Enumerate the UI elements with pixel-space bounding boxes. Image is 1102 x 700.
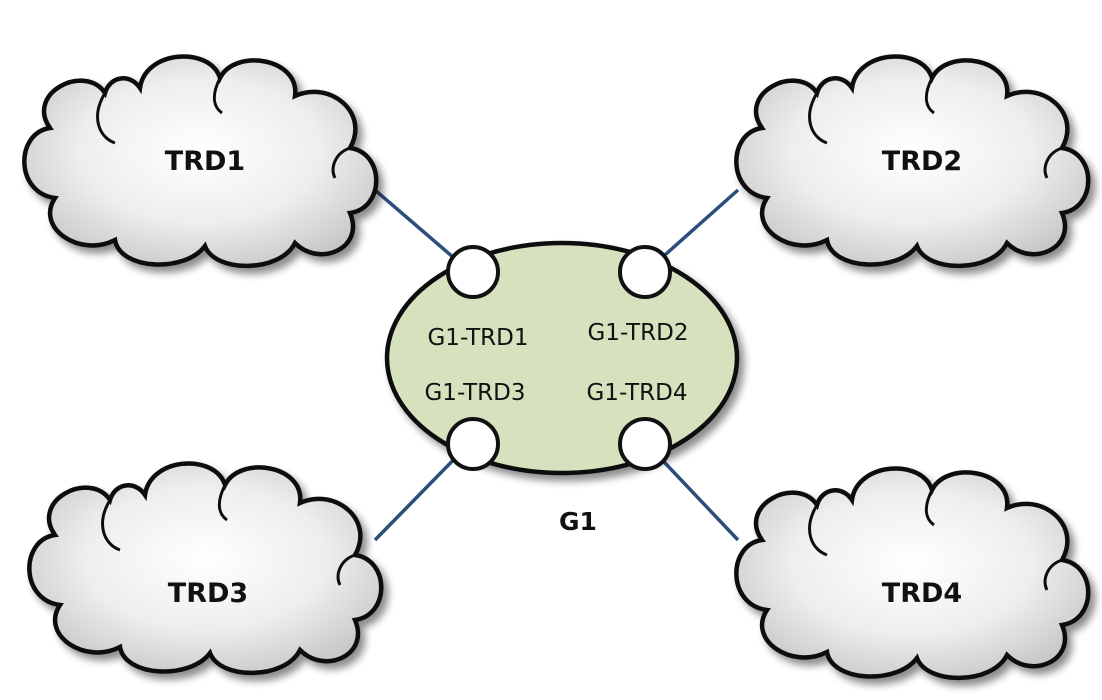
cloud-label-trd2: TRD2 [882, 146, 962, 177]
port-label-g1-trd1: G1-TRD1 [427, 325, 528, 351]
port-circle-g1-trd4 [620, 419, 670, 469]
cloud-label-trd3: TRD3 [168, 578, 248, 609]
port-circle-g1-trd2 [620, 247, 670, 297]
node-g1 [387, 243, 737, 473]
cloud-trd3 [29, 463, 381, 672]
cloud-label-trd1: TRD1 [165, 146, 245, 177]
port-label-g1-trd2: G1-TRD2 [587, 320, 688, 346]
port-circle-g1-trd3 [448, 419, 498, 469]
node-caption-g1: G1 [559, 507, 597, 536]
port-label-g1-trd3: G1-TRD3 [424, 380, 525, 406]
cloud-trd4 [736, 468, 1088, 677]
cloud-label-trd4: TRD4 [882, 578, 962, 609]
node-g1-body [387, 243, 737, 473]
port-circle-g1-trd1 [448, 247, 498, 297]
port-label-g1-trd4: G1-TRD4 [586, 380, 687, 406]
